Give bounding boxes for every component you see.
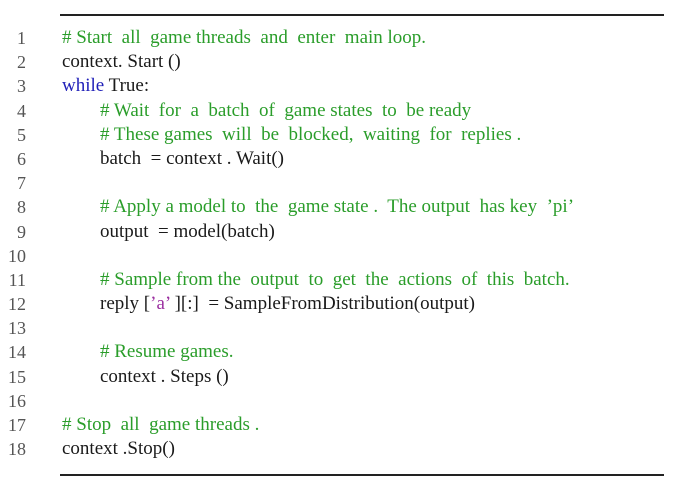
line-number: 16 [8,390,26,411]
code-line: 17 # Stop all game threads . [0,413,680,437]
code-text: # Wait for a batch of game states to be … [100,99,471,123]
comment-token: # Sample from the output to get the acti… [100,268,570,290]
code-line: 7 [0,171,680,195]
line-number: 6 [17,148,26,169]
line-number: 15 [8,366,26,387]
code-line: 4 # Wait for a batch of game states to be… [0,99,680,123]
comment-token: # Wait for a batch of game states to be … [100,99,472,121]
code-text: output = model(batch) [100,220,275,244]
plain-token: ][:] = SampleFromDistribution(output) [169,293,475,315]
line-number: 4 [17,100,26,121]
code-line: 12 reply [’a’ ][:] = SampleFromDistributi… [0,292,680,316]
line-number: 7 [17,173,26,194]
line-number: 11 [8,269,26,290]
code-text: while True: [62,74,149,98]
line-number: 1 [17,28,26,48]
code-line: 3 while True: [0,74,680,98]
code-text: # Stop all game threads . [62,413,259,437]
code-text: # Resume games. [100,340,234,364]
code-lines: 1 # Start all game threads and enter main… [0,26,680,461]
plain-token: True: [104,75,150,97]
code-line: 6 batch = context . Wait() [0,147,680,171]
keyword-token: while [62,75,105,97]
code-text: context . Steps () [100,365,229,389]
line-number: 9 [17,221,26,242]
plain-token: context .Stop() [62,438,175,460]
plain-token: reply [ [100,293,151,315]
code-text: reply [’a’ ][:] = SampleFromDistribution… [100,292,475,316]
code-text: batch = context . Wait() [100,147,284,171]
comment-token: # Stop all game threads . [62,414,260,435]
comment-token: # Start all game threads and enter main … [62,27,427,48]
code-line: 10 [0,244,680,268]
line-number: 13 [8,318,26,339]
code-text: # Sample from the output to get the acti… [100,268,570,292]
code-line: 15 context . Steps () [0,365,680,389]
bottom-rule [60,474,664,476]
code-text: context .Stop() [62,437,175,461]
code-text: # These games will be blocked, waiting f… [100,123,521,147]
code-line: 16 [0,389,680,413]
code-line: 8 # Apply a model to the game state . The… [0,195,680,219]
line-number: 5 [17,124,26,145]
line-number: 8 [17,197,26,218]
code-line: 13 [0,316,680,340]
code-text: # Start all game threads and enter main … [62,26,426,50]
comment-token: # Resume games. [100,341,234,363]
line-number: 18 [8,439,26,460]
code-line: 14 # Resume games. [0,340,680,364]
code-text: context. Start () [62,50,181,74]
comment-token: # These games will be blocked, waiting f… [100,123,522,145]
line-number: 17 [8,415,26,435]
line-number: 14 [8,342,26,363]
string-token: ’a’ [150,293,170,315]
plain-token: output = model(batch) [100,220,275,242]
line-number: 10 [8,245,26,266]
code-line: 1 # Start all game threads and enter main… [0,26,680,50]
code-text: # Apply a model to the game state . The … [100,195,574,219]
top-rule [60,14,664,16]
line-number: 12 [8,294,26,315]
code-line: 9 output = model(batch) [0,220,680,244]
code-line: 18 context .Stop() [0,437,680,461]
line-number: 3 [17,76,26,97]
plain-token: batch = context . Wait() [100,147,284,169]
comment-token: # Apply a model to the game state . The … [100,196,575,218]
plain-token: context. Start () [62,51,181,73]
line-number: 2 [17,52,26,73]
plain-token: context . Steps () [100,365,229,387]
code-line: 11 # Sample from the output to get the ac… [0,268,680,292]
code-line: 2 context. Start () [0,50,680,74]
code-line: 5 # These games will be blocked, waiting … [0,123,680,147]
